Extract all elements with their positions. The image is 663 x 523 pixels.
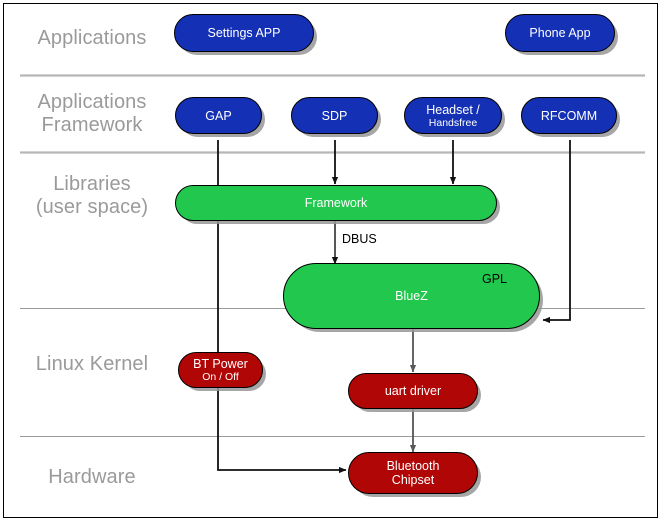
node-settings-app[interactable]: Settings APP (174, 14, 314, 52)
wire-rfcomm-to-bluez (542, 140, 571, 324)
node-phone-app-label: Phone App (529, 26, 591, 40)
node-phone-app[interactable]: Phone App (505, 14, 615, 52)
node-bluetooth-chipset-label-primary: Bluetooth (386, 459, 440, 473)
node-rfcomm-label: RFCOMM (540, 108, 598, 123)
layer-dividers (20, 74, 645, 154)
node-bt-power-label-secondary: On / Off (202, 371, 239, 383)
node-sdp-label: SDP (321, 108, 348, 123)
layer-label-applications-framework: Applications Framework (37, 91, 147, 136)
node-headset-handsfree-label-primary: Headset / (426, 102, 480, 117)
node-bt-power-label-primary: BT Power (193, 357, 248, 371)
node-bluez[interactable]: BlueZ (283, 263, 540, 329)
node-framework-label: Framework (304, 196, 368, 210)
node-gap-label: GAP (205, 108, 232, 123)
wire-gap-to-chipset (217, 140, 347, 474)
node-rfcomm[interactable]: RFCOMM (521, 97, 617, 134)
layer-label-hardware: Hardware (48, 466, 136, 488)
node-bluetooth-chipset-label-secondary: Chipset (391, 473, 435, 487)
node-bt-power[interactable]: BT Power On / Off (178, 352, 263, 388)
node-settings-app-label: Settings APP (207, 26, 281, 40)
node-bluetooth-chipset[interactable]: Bluetooth Chipset (348, 452, 478, 494)
node-headset-handsfree[interactable]: Headset / Handsfree (404, 97, 502, 134)
node-uart-driver[interactable]: uart driver (348, 373, 478, 409)
layer-label-linux-kernel: Linux Kernel (35, 353, 149, 375)
node-bluez-label: BlueZ (395, 289, 428, 303)
node-gap[interactable]: GAP (175, 97, 262, 134)
node-headset-handsfree-label-secondary: Handsfree (428, 116, 478, 129)
node-sdp[interactable]: SDP (291, 97, 378, 134)
node-framework[interactable]: Framework (175, 185, 497, 221)
layer-label-libraries: Libraries (user space) (35, 173, 149, 218)
layer-label-applications: Applications (37, 27, 147, 49)
gpl-annotation: GPL (482, 272, 508, 286)
dbus-annotation: DBUS (342, 232, 377, 246)
diagram-border (3, 3, 658, 518)
node-uart-driver-label: uart driver (384, 384, 442, 398)
